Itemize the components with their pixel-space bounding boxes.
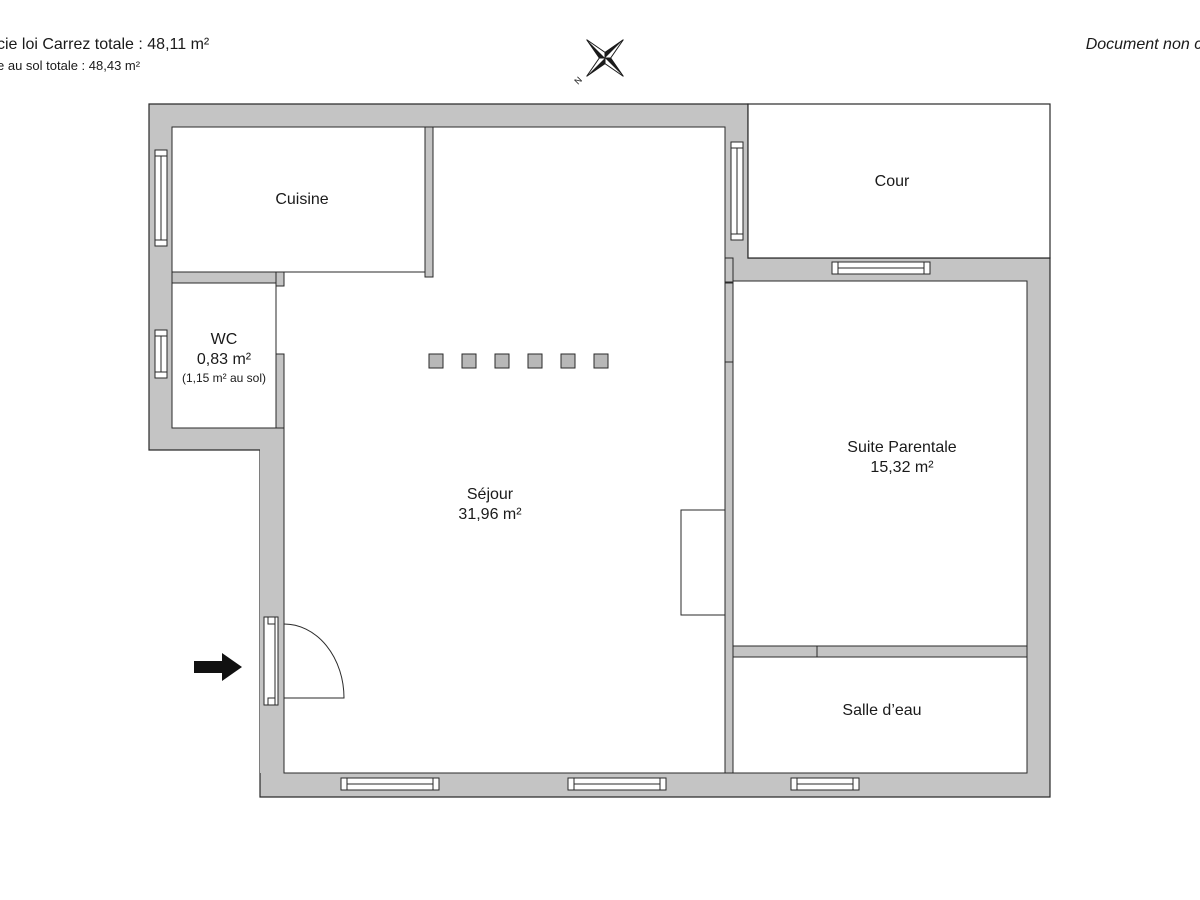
room-salle-name: Salle d’eau	[842, 702, 922, 719]
room-sejour: Séjour 31,96 m²	[430, 485, 550, 525]
cour-area	[747, 103, 1051, 259]
interior-walls	[171, 126, 1028, 774]
wall-sejour-suite	[724, 361, 734, 774]
window-wc	[154, 329, 168, 379]
window-sejour-north	[730, 141, 744, 241]
window-suite-north	[831, 261, 931, 275]
window-sejour-south-2	[567, 777, 667, 791]
room-suite-name: Suite Parentale	[847, 439, 957, 456]
bar-stools	[428, 353, 609, 369]
room-wc-area: 0,83 m²	[196, 351, 252, 368]
window-salle-south	[790, 777, 860, 791]
compass-icon: N	[572, 39, 624, 87]
wall-cuisine-wc	[171, 271, 284, 284]
entrance-door	[263, 616, 345, 706]
room-cuisine-name: Cuisine	[275, 191, 329, 208]
room-wc: WC 0,83 m² (1,15 m² au sol)	[168, 330, 280, 386]
entrance-arrow	[194, 653, 242, 681]
room-sejour-name: Séjour	[466, 486, 514, 503]
wall-suite-salle	[816, 645, 1028, 658]
room-wc-name: WC	[210, 331, 238, 348]
room-suite-area: 15,32 m²	[870, 459, 934, 476]
wall-cour-corner	[724, 257, 734, 283]
document-disclaimer: Document non con	[1085, 36, 1200, 53]
room-cuisine: Cuisine	[252, 190, 352, 210]
room-wc-floor-area: (1,15 m² au sol)	[181, 371, 267, 385]
room-suite-parentale: Suite Parentale 15,32 m²	[822, 438, 982, 478]
windows	[154, 141, 931, 791]
wall-cuisine-sejour	[424, 126, 434, 278]
window-cuisine	[154, 149, 168, 247]
room-cour: Cour	[842, 172, 942, 192]
window-sejour-south-1	[340, 777, 440, 791]
wall-wc-stub	[275, 271, 285, 287]
total-floor-area: e au sol totale : 48,43 m²	[0, 58, 141, 73]
room-salle-deau: Salle d’eau	[812, 701, 952, 721]
room-cour-name: Cour	[874, 173, 910, 190]
compass-north-label: N	[572, 75, 584, 87]
total-carrez-area: cie loi Carrez totale : 48,11 m²	[0, 36, 210, 53]
wall-cabinet	[680, 509, 726, 616]
room-sejour-area: 31,96 m²	[458, 506, 522, 523]
room-floors	[171, 126, 1028, 774]
